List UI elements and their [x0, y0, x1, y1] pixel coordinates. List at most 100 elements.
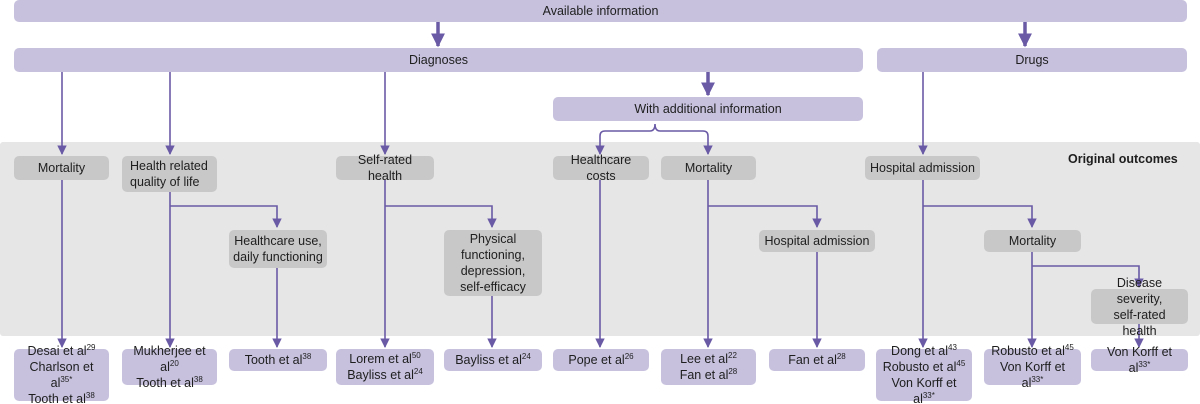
original-outcomes-label: Original outcomes	[1068, 152, 1178, 166]
outcome-self-rated-health: Self-rated health	[336, 153, 434, 183]
reference-number: 38	[193, 374, 203, 384]
brace-additional	[599, 123, 709, 151]
outcome-self-rated-label: Self-rated health	[357, 153, 413, 183]
available-information-box: Available information	[14, 0, 1187, 22]
reference-number: 20	[169, 358, 179, 368]
reference-entry: Desai et al29	[28, 343, 96, 359]
drugs-label: Drugs	[1015, 53, 1049, 67]
refs-disease-severity: Von Korff et al33*	[1091, 345, 1188, 375]
outcome-mortality-2: Mortality	[661, 156, 756, 180]
reference-entry: Robusto et al45	[991, 343, 1074, 359]
outcome-physical-functioning: Physical functioning, depression, self-e…	[444, 230, 542, 296]
reference-author: Pope et al	[568, 353, 625, 367]
outcome-physical-line4: self-efficacy	[460, 280, 526, 294]
outcome-mortality-label: Mortality	[37, 161, 86, 175]
reference-entry: Pope et al26	[568, 352, 633, 368]
reference-entry: Tooth et al38	[245, 352, 312, 368]
outcome-healthcare-use-line2: daily functioning	[233, 250, 323, 264]
reference-number: 33*	[922, 390, 935, 400]
reference-number: 28	[728, 366, 738, 376]
diagnoses-label: Diagnoses	[408, 53, 469, 67]
reference-number: 28	[836, 351, 846, 361]
refs-healthcare-use: Tooth et al38	[229, 349, 327, 371]
reference-author: Robusto et al	[882, 360, 957, 374]
reference-entry: Von Korff et al33*	[880, 375, 968, 404]
outcome-hrqol-line1: Health related	[130, 159, 208, 173]
outcome-hospital-admission: Hospital admission	[865, 156, 980, 180]
reference-author: Tooth et al	[244, 353, 303, 367]
branch-hospital-mortality	[923, 205, 1037, 228]
outcome-hrqol: Health related quality of life	[122, 156, 217, 192]
outcome-mortality-2-label: Mortality	[684, 161, 733, 175]
reference-entry: Fan et al28	[680, 367, 738, 383]
reference-number: 35*	[60, 374, 73, 384]
reference-author: Robusto et al	[991, 344, 1065, 358]
outcome-healthcare-use: Healthcare use, daily functioning	[229, 230, 327, 268]
reference-author: Charlson et al	[29, 360, 94, 390]
reference-number: 24	[521, 351, 531, 361]
reference-entry: Robusto et al45	[883, 359, 966, 375]
branch-mortality-severity	[1032, 265, 1144, 288]
outcome-mortality-3-label: Mortality	[1008, 234, 1057, 248]
outcome-mortality: Mortality	[14, 156, 109, 180]
outcome-disease-severity-line2: self-rated health	[1113, 307, 1166, 338]
outcome-disease-severity-line1: Disease severity,	[1116, 275, 1163, 306]
reference-number: 50	[411, 350, 421, 360]
reference-entry: Bayliss et al24	[347, 367, 423, 383]
reference-entry: Tooth et al38	[28, 391, 95, 404]
outcome-mortality-3: Mortality	[984, 230, 1081, 252]
reference-entry: Von Korff et al33*	[1095, 344, 1184, 376]
outcome-hospital-admission-label: Hospital admission	[870, 161, 975, 175]
reference-author: Mukherjee et al	[133, 344, 206, 374]
additional-information-box: With additional information	[553, 97, 863, 121]
diagnoses-box: Diagnoses	[14, 48, 863, 72]
refs-hospital-admission-2: Fan et al28	[769, 349, 865, 371]
reference-entry: Von Korff et al33*	[988, 359, 1077, 391]
reference-entry: Lee et al22	[680, 351, 737, 367]
reference-number: 29	[86, 342, 96, 352]
reference-entry: Bayliss et al24	[455, 352, 531, 368]
reference-number: 38	[302, 351, 312, 361]
reference-entry: Mukherjee et al20	[126, 343, 213, 375]
reference-author: Tooth et al	[136, 376, 194, 390]
reference-author: Fan et al	[788, 353, 837, 367]
reference-number: 45	[956, 358, 966, 368]
outcome-physical-line3: depression,	[460, 264, 526, 278]
outcome-physical-line2: functioning,	[461, 248, 525, 262]
reference-entry: Lorem et al50	[349, 351, 420, 367]
reference-author: Dong et al	[891, 344, 949, 358]
reference-number: 22	[728, 350, 737, 360]
outcome-hospital-admission-2: Hospital admission	[759, 230, 875, 252]
branch-mortality2-hospital	[708, 205, 822, 228]
additional-information-label: With additional information	[634, 102, 782, 116]
reference-entry: Dong et al43	[891, 343, 957, 359]
outcome-healthcare-costs: Healthcare costs	[553, 153, 649, 183]
reference-entry: Charlson et al35*	[18, 359, 105, 391]
reference-entry: Tooth et al38	[136, 375, 203, 391]
drugs-box: Drugs	[877, 48, 1187, 72]
reference-number: 45	[1064, 342, 1074, 352]
reference-author: Tooth et al	[28, 392, 86, 404]
reference-number: 26	[624, 351, 634, 361]
reference-author: Von Korff et al	[1106, 345, 1173, 375]
refs-healthcare-costs: Pope et al26	[553, 349, 649, 371]
reference-author: Von Korff et al	[891, 376, 957, 404]
refs-physical-functioning: Bayliss et al24	[444, 349, 542, 371]
reference-number: 33*	[1031, 374, 1044, 384]
outcome-physical-line1: Physical	[469, 232, 517, 246]
reference-number: 38	[85, 390, 95, 400]
reference-entry: Fan et al28	[788, 352, 846, 368]
reference-author: Bayliss et al	[347, 368, 414, 382]
available-information-label: Available information	[542, 4, 659, 18]
reference-number: 43	[948, 342, 957, 352]
reference-number: 33*	[1138, 359, 1151, 369]
reference-number: 24	[413, 366, 423, 376]
